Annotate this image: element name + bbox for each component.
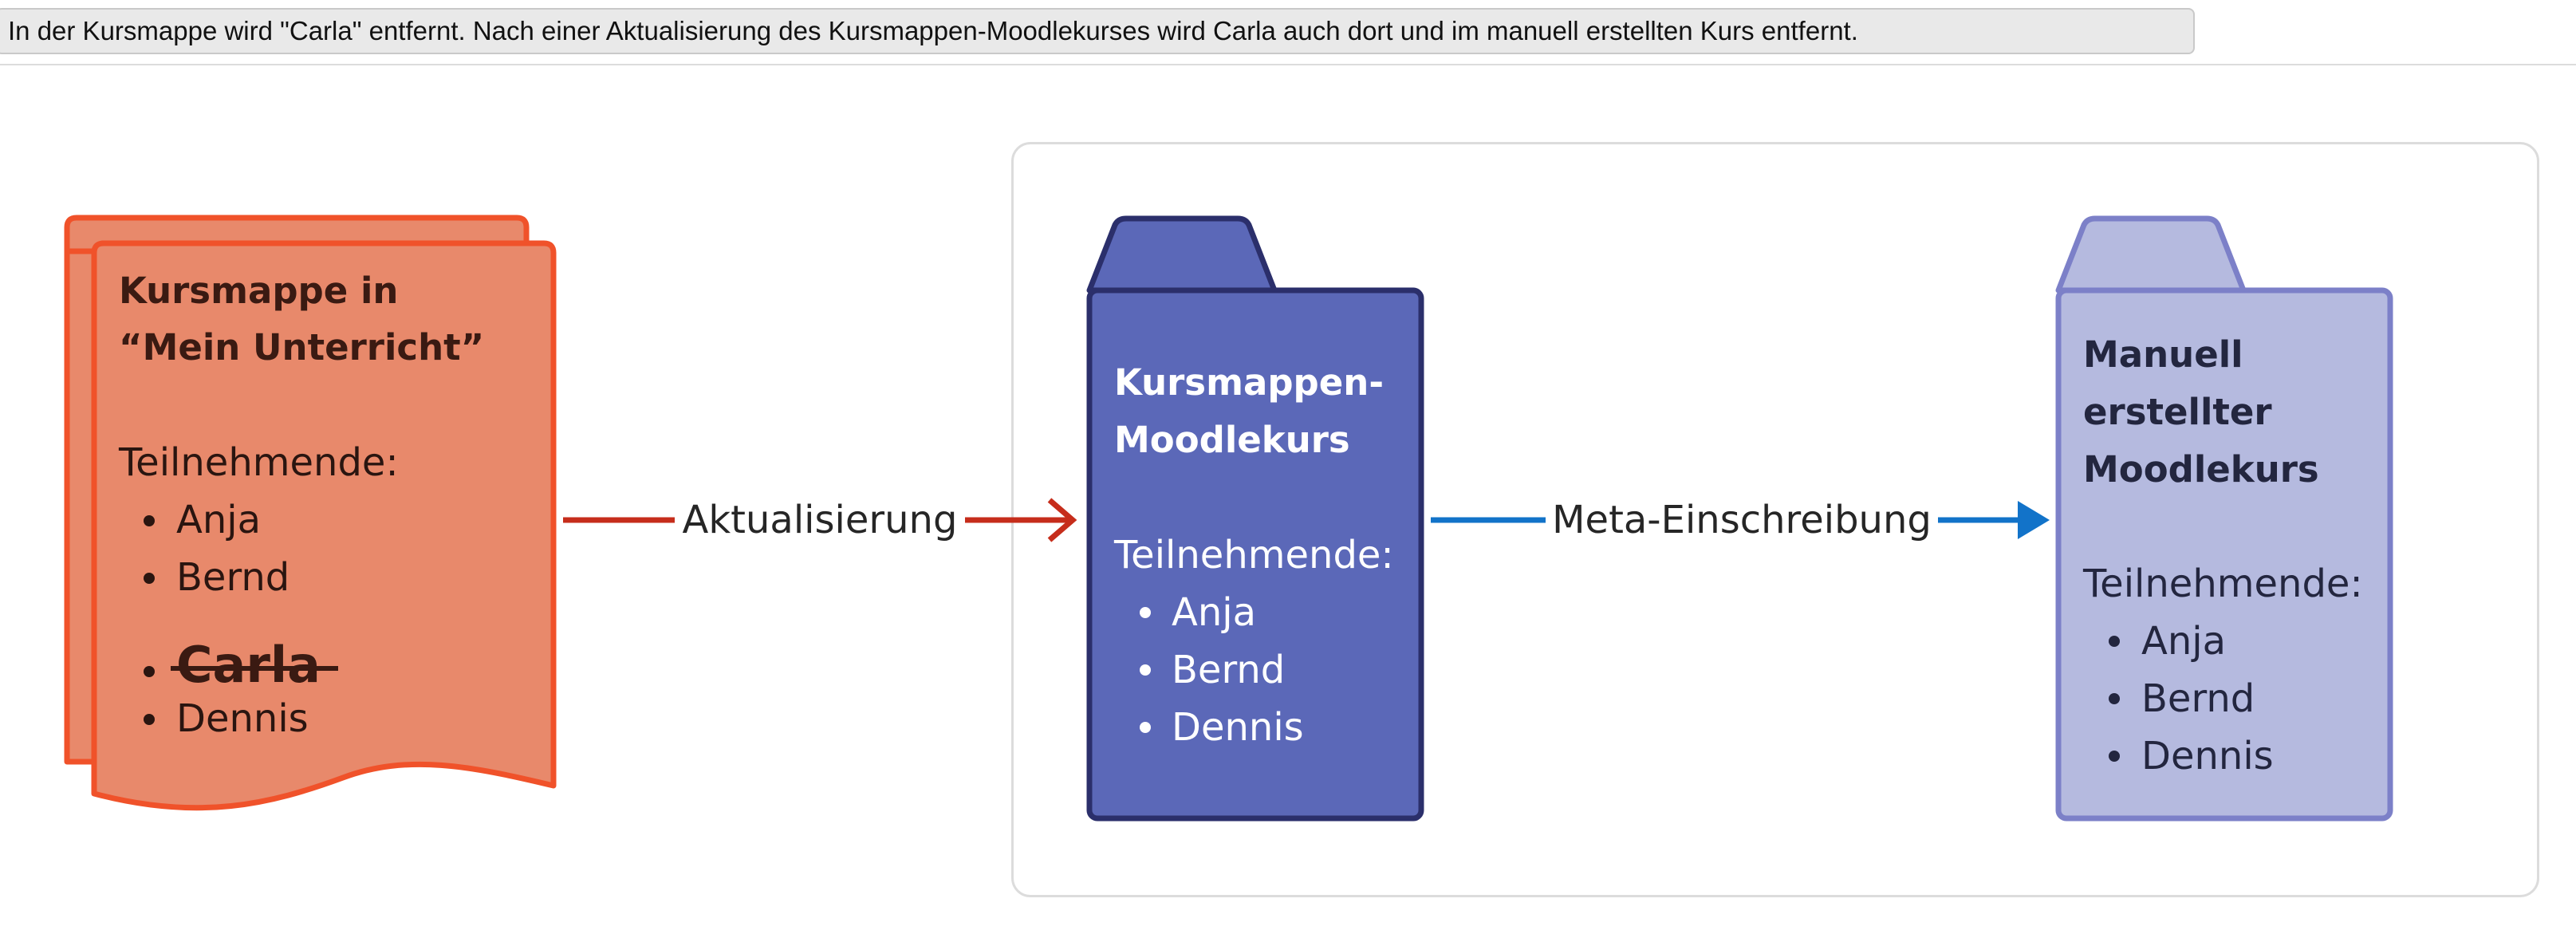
caption-text: In der Kursmappe wird "Carla" entfernt. … xyxy=(8,16,1858,45)
moodlekurs-bullet xyxy=(1140,722,1151,733)
moodlekurs-title-line2: Moodlekurs xyxy=(1114,419,1350,461)
manueller-kurs-node: Manuell erstellter Moodlekurs Teilnehmen… xyxy=(2055,215,2393,822)
top-divider xyxy=(0,64,2576,65)
kursmappe-members-label: Teilnehmende: xyxy=(118,440,399,485)
kursmappe-title-line1: Kursmappe in xyxy=(119,270,398,312)
kursmappe-member-anja: Anja xyxy=(176,498,261,542)
kursmappe-member-dennis: Dennis xyxy=(176,696,309,741)
edge-aktualisierung: Aktualisierung xyxy=(563,498,1077,542)
moodlekurs-bullet xyxy=(1140,607,1151,618)
kursmappe-node: Kursmappe in “Mein Unterricht” Teilnehme… xyxy=(64,215,557,811)
folder-tab xyxy=(1086,215,1278,294)
manueller-kurs-member-dennis: Dennis xyxy=(2141,734,2274,778)
manueller-kurs-title-line3: Moodlekurs xyxy=(2083,448,2319,491)
moodlekurs-member-anja: Anja xyxy=(1172,590,1256,635)
kursmappe-bullet xyxy=(144,515,155,526)
kursmappe-bullet xyxy=(144,666,155,677)
moodlekurs-member-bernd: Bernd xyxy=(1172,648,1285,692)
edge-label-aktualisierung: Aktualisierung xyxy=(683,498,958,542)
edge-label-meta-einschreibung: Meta-Einschreibung xyxy=(1552,498,1932,542)
manueller-kurs-title-line2: erstellter xyxy=(2083,391,2272,433)
kursmappe-member-carla-removed: Carla xyxy=(176,636,321,694)
folder-body xyxy=(2055,287,2393,822)
manueller-kurs-members-label: Teilnehmende: xyxy=(2082,562,2363,606)
manueller-kurs-bullet xyxy=(2109,751,2120,762)
caption-bar: In der Kursmappe wird "Carla" entfernt. … xyxy=(0,8,2195,54)
arrow-head xyxy=(1047,498,1077,542)
manueller-kurs-member-bernd: Bernd xyxy=(2141,676,2255,721)
arrow-head xyxy=(2018,501,2050,539)
manueller-kurs-title-line1: Manuell xyxy=(2083,333,2243,376)
kursmappen-moodlekurs-node: Kursmappen- Moodlekurs Teilnehmende: Anj… xyxy=(1086,215,1424,822)
moodlekurs-title-line1: Kursmappen- xyxy=(1114,361,1384,404)
folder-body xyxy=(1086,287,1424,822)
manueller-kurs-bullet xyxy=(2109,636,2120,647)
kursmappe-bullet xyxy=(144,714,155,725)
edge-meta-einschreibung: Meta-Einschreibung xyxy=(1431,498,2050,542)
moodlekurs-member-dennis: Dennis xyxy=(1172,705,1304,750)
manueller-kurs-bullet xyxy=(2109,693,2120,704)
moodlekurs-members-label: Teilnehmende: xyxy=(1113,533,1394,577)
kursmappe-bullet xyxy=(144,573,155,584)
folder-tab xyxy=(2055,215,2247,294)
kursmappe-title-line2: “Mein Unterricht” xyxy=(119,326,484,368)
moodlekurs-bullet xyxy=(1140,664,1151,676)
manueller-kurs-member-anja: Anja xyxy=(2141,619,2226,664)
kursmappe-member-bernd: Bernd xyxy=(176,555,290,600)
